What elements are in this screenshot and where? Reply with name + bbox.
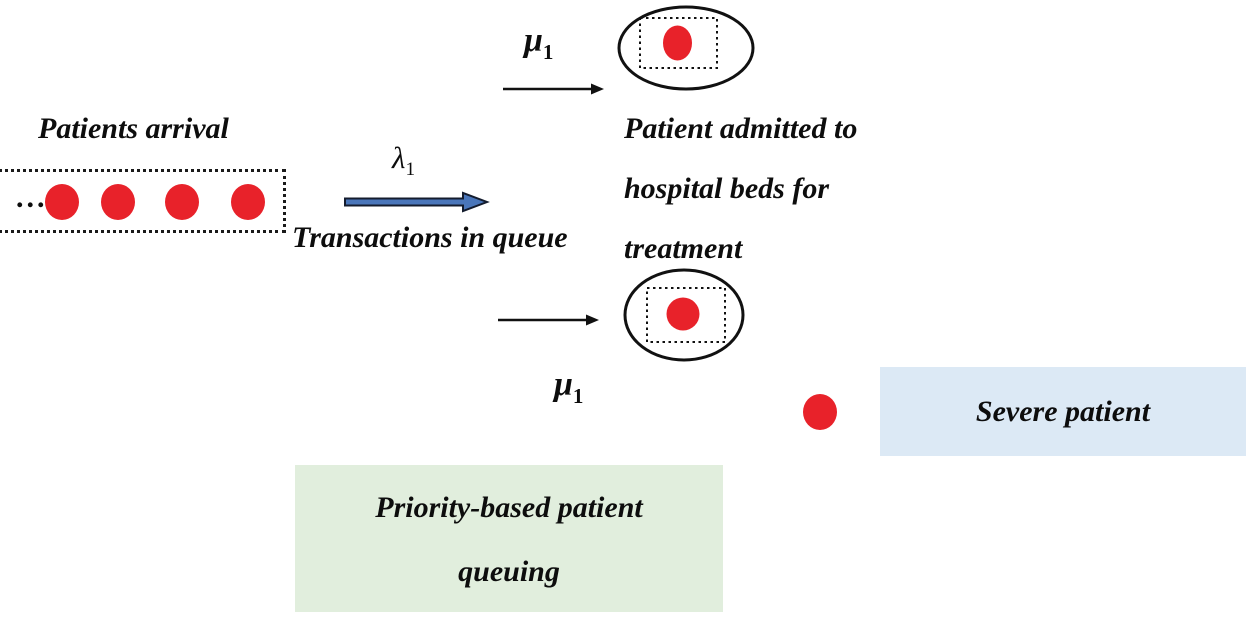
severe-patient-legend: Severe patient (880, 367, 1246, 456)
mu-rate-label-top: μ1 (524, 22, 553, 65)
patient-dot (45, 184, 79, 220)
severe-patient-dot (803, 394, 837, 430)
priority-queuing-box: Priority-based patient queuing (295, 465, 723, 612)
mu-subscript: 1 (572, 383, 584, 408)
severe-patient-label: Severe patient (975, 394, 1151, 428)
server-ellipse (617, 5, 755, 91)
priority-queuing-line1: Priority-based patient (375, 491, 643, 524)
hospital-bed-server-top (617, 5, 755, 91)
priority-queuing-line2: queuing (458, 555, 560, 588)
lambda-subscript: 1 (405, 159, 416, 181)
server-bed-slot (639, 17, 718, 69)
mu-rate-label-bottom: μ1 (554, 366, 583, 409)
lambda-rate-label: λ1 (392, 140, 415, 181)
mu-subscript: 1 (542, 39, 554, 64)
lambda-symbol: λ (392, 140, 406, 175)
arrival-queue-box (0, 169, 286, 233)
patient-admitted-line1: Patient admitted to (624, 112, 858, 145)
patient-dot (165, 184, 199, 220)
patient-admitted-line3: treatment (624, 232, 743, 265)
queue-ellipsis: ... (16, 181, 48, 214)
transactions-in-queue-caption: Transactions in queue (292, 221, 568, 254)
server-ellipse (623, 268, 745, 362)
patient-admitted-caption: Patient admitted to hospital beds for tr… (624, 99, 857, 279)
patient-dot (666, 297, 700, 331)
service-arrow-top-head (591, 83, 604, 95)
queue-flow-arrow-shape (344, 191, 490, 213)
queue-flow-arrow (344, 191, 490, 213)
service-arrow-bottom (498, 314, 599, 326)
patient-dot (101, 184, 135, 220)
service-arrow-top (503, 83, 604, 95)
patient-dot (663, 25, 692, 61)
patients-arrival-title: Patients arrival (38, 112, 229, 145)
mu-symbol: μ (554, 366, 573, 403)
patient-dot (231, 184, 265, 220)
mu-symbol: μ (524, 22, 543, 59)
patient-admitted-line2: hospital beds for (624, 172, 830, 205)
service-arrow-bottom-head (586, 314, 599, 326)
hospital-bed-server-bottom (623, 268, 745, 362)
